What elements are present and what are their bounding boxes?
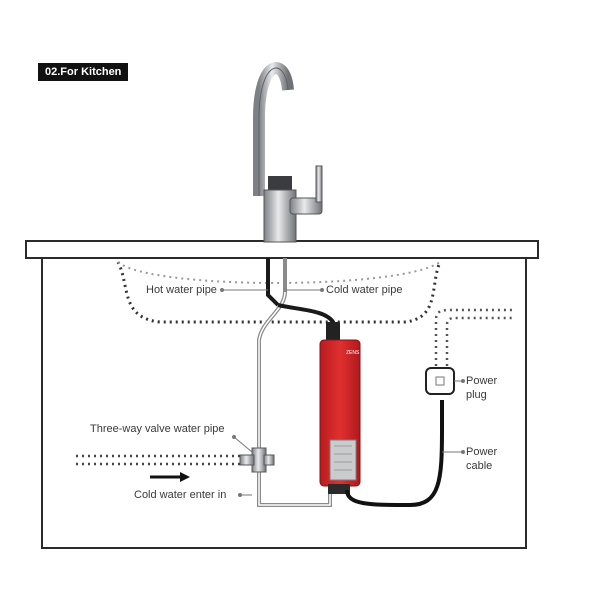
faucet	[253, 62, 323, 243]
section-badge: 02.For Kitchen	[38, 63, 129, 81]
three-way-valve	[239, 447, 332, 507]
power-plug	[425, 367, 455, 395]
sink-cabinet	[25, 240, 539, 549]
label-leaders	[220, 288, 465, 497]
power-cable-label: Power cable	[466, 446, 498, 472]
sink-rim-dotted	[117, 261, 441, 284]
hot-water-pipe-label: Hot water pipe	[146, 284, 217, 296]
flow-arrow-icon	[150, 472, 190, 482]
heater-brand-text: ZENS	[346, 350, 360, 356]
water-heater: ZENS	[319, 322, 361, 494]
cold-water-pipe-label: Cold water pipe	[326, 284, 403, 296]
three-way-valve-label: Three-way valve water pipe	[90, 423, 225, 435]
power-plug-label: Power plug	[466, 375, 498, 401]
faucet-pipes	[257, 258, 335, 448]
cold-water-enter-label: Cold water enter in	[134, 489, 227, 501]
power-cable	[345, 308, 515, 508]
